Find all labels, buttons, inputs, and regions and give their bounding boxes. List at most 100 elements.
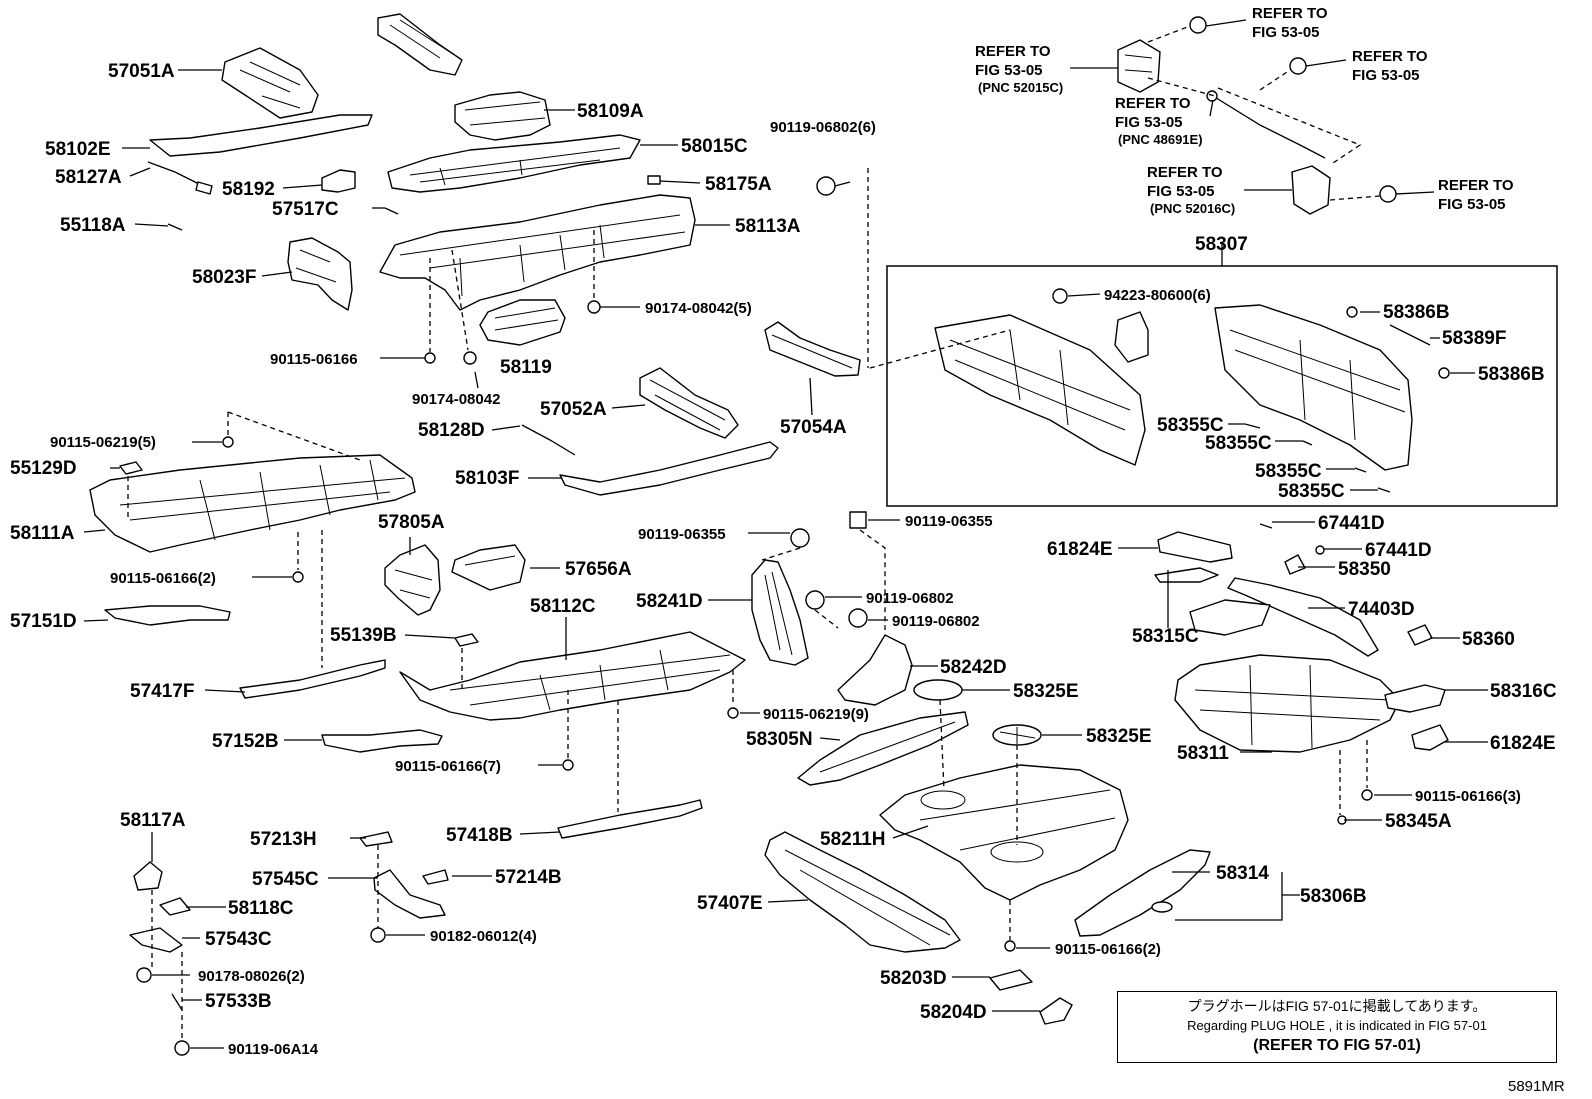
refer-label-3-line2[interactable]: FIG 53-05 bbox=[1352, 67, 1420, 84]
label-58355C-d[interactable]: 58355C bbox=[1278, 481, 1345, 502]
label-58113A[interactable]: 58113A bbox=[735, 216, 801, 237]
label-90119-06802-6[interactable]: 90119-06802(6) bbox=[770, 119, 876, 136]
label-90115-06166-2a[interactable]: 90115-06166(2) bbox=[110, 570, 216, 587]
label-57517C[interactable]: 57517C bbox=[272, 199, 339, 220]
label-58118C[interactable]: 58118C bbox=[228, 898, 294, 919]
label-58175A[interactable]: 58175A bbox=[705, 174, 772, 195]
refer-label-4-line1[interactable]: REFER TO bbox=[1115, 95, 1191, 112]
label-58192[interactable]: 58192 bbox=[222, 179, 275, 200]
refer-label-6-line1[interactable]: REFER TO bbox=[1438, 177, 1514, 194]
label-57407E[interactable]: 57407E bbox=[697, 893, 763, 914]
refer-label-2-line2[interactable]: FIG 53-05 bbox=[975, 62, 1043, 79]
label-90119-06802b[interactable]: 90119-06802 bbox=[892, 613, 980, 630]
refer-labels: REFER TO FIG 53-05 REFER TO FIG 53-05 (P… bbox=[975, 5, 1514, 216]
label-58355C-c[interactable]: 58355C bbox=[1255, 461, 1322, 482]
label-58345A[interactable]: 58345A bbox=[1385, 811, 1452, 832]
label-58325E-b[interactable]: 58325E bbox=[1086, 726, 1152, 747]
refer-label-3-line1[interactable]: REFER TO bbox=[1352, 48, 1428, 65]
label-57054A[interactable]: 57054A bbox=[780, 417, 847, 438]
label-90174-08042-5[interactable]: 90174-08042(5) bbox=[645, 300, 752, 317]
label-58314[interactable]: 58314 bbox=[1216, 863, 1269, 884]
refer-label-5-line1[interactable]: REFER TO bbox=[1147, 164, 1223, 181]
label-58315C[interactable]: 58315C bbox=[1132, 626, 1199, 647]
label-57543C[interactable]: 57543C bbox=[205, 929, 272, 950]
label-90174-08042[interactable]: 90174-08042 bbox=[412, 391, 500, 408]
label-58127A[interactable]: 58127A bbox=[55, 167, 122, 188]
label-58203D[interactable]: 58203D bbox=[880, 968, 947, 989]
label-58325E-a[interactable]: 58325E bbox=[1013, 681, 1079, 702]
label-57213H[interactable]: 57213H bbox=[250, 829, 317, 850]
label-74403D[interactable]: 74403D bbox=[1348, 599, 1415, 620]
label-58103F[interactable]: 58103F bbox=[455, 468, 519, 489]
label-57052A[interactable]: 57052A bbox=[540, 399, 607, 420]
label-58386B-b[interactable]: 58386B bbox=[1478, 364, 1545, 385]
label-58023F[interactable]: 58023F bbox=[192, 267, 256, 288]
label-58119[interactable]: 58119 bbox=[500, 357, 552, 378]
label-90115-06219-5[interactable]: 90115-06219(5) bbox=[50, 434, 156, 451]
label-57214B[interactable]: 57214B bbox=[495, 867, 562, 888]
refer-label-1-line1[interactable]: REFER TO bbox=[1252, 5, 1328, 22]
label-58350[interactable]: 58350 bbox=[1338, 559, 1391, 580]
label-90119-06802a[interactable]: 90119-06802 bbox=[866, 590, 954, 607]
label-57152B[interactable]: 57152B bbox=[212, 731, 279, 752]
label-94223-80600-6[interactable]: 94223-80600(6) bbox=[1104, 287, 1211, 304]
label-58117A[interactable]: 58117A bbox=[120, 810, 186, 831]
label-58306B[interactable]: 58306B bbox=[1300, 886, 1367, 907]
label-58241D[interactable]: 58241D bbox=[636, 591, 703, 612]
label-90115-06166-2b[interactable]: 90115-06166(2) bbox=[1055, 941, 1161, 958]
refer-label-2-line1[interactable]: REFER TO bbox=[975, 43, 1051, 60]
note-reference[interactable]: (REFER TO FIG 57-01) bbox=[1253, 1037, 1421, 1054]
label-58111A[interactable]: 58111A bbox=[10, 523, 75, 544]
leader-lines bbox=[83, 19, 1488, 1049]
label-57417F[interactable]: 57417F bbox=[130, 681, 194, 702]
label-57805A[interactable]: 57805A bbox=[378, 512, 445, 533]
label-58109A[interactable]: 58109A bbox=[577, 101, 644, 122]
label-57051A[interactable]: 57051A bbox=[108, 61, 175, 82]
refer-label-5-line2[interactable]: FIG 53-05 bbox=[1147, 183, 1215, 200]
label-58355C-a[interactable]: 58355C bbox=[1157, 415, 1224, 436]
label-58305N[interactable]: 58305N bbox=[746, 729, 813, 750]
label-58211H[interactable]: 58211H bbox=[820, 829, 886, 850]
label-58204D[interactable]: 58204D bbox=[920, 1002, 987, 1023]
label-67441D-a[interactable]: 67441D bbox=[1318, 513, 1385, 534]
label-90115-06166-7[interactable]: 90115-06166(7) bbox=[395, 758, 501, 775]
label-55139B[interactable]: 55139B bbox=[330, 625, 397, 646]
refer-label-4-line2[interactable]: FIG 53-05 bbox=[1115, 114, 1183, 131]
label-57533B[interactable]: 57533B bbox=[205, 991, 272, 1012]
label-58355C-b[interactable]: 58355C bbox=[1205, 433, 1272, 454]
label-90115-06166-3[interactable]: 90115-06166(3) bbox=[1415, 788, 1521, 805]
label-90119-06A14[interactable]: 90119-06A14 bbox=[228, 1041, 319, 1058]
label-55129D[interactable]: 55129D bbox=[10, 458, 77, 479]
label-58316C[interactable]: 58316C bbox=[1490, 681, 1557, 702]
label-57656A[interactable]: 57656A bbox=[565, 559, 632, 580]
label-57418B[interactable]: 57418B bbox=[446, 825, 513, 846]
refer-label-5-line3[interactable]: (PNC 52016C) bbox=[1150, 201, 1235, 216]
label-58360[interactable]: 58360 bbox=[1462, 629, 1515, 650]
refer-label-2-line3[interactable]: (PNC 52015C) bbox=[978, 80, 1063, 95]
label-58102E[interactable]: 58102E bbox=[45, 139, 111, 160]
label-61824E-a[interactable]: 61824E bbox=[1047, 539, 1113, 560]
refer-label-4-line3[interactable]: (PNC 48691E) bbox=[1118, 132, 1203, 147]
refer-label-1-line2[interactable]: FIG 53-05 bbox=[1252, 24, 1320, 41]
label-58389F[interactable]: 58389F bbox=[1442, 328, 1506, 349]
label-57151D[interactable]: 57151D bbox=[10, 611, 77, 632]
label-90115-06166[interactable]: 90115-06166 bbox=[270, 351, 358, 368]
label-90115-06219-9[interactable]: 90115-06219(9) bbox=[763, 706, 869, 723]
label-61824E-b[interactable]: 61824E bbox=[1490, 733, 1556, 754]
label-90119-06355a[interactable]: 90119-06355 bbox=[638, 526, 726, 543]
label-58112C[interactable]: 58112C bbox=[530, 596, 596, 617]
label-58311[interactable]: 58311 bbox=[1177, 743, 1229, 764]
label-55118A[interactable]: 55118A bbox=[60, 215, 126, 236]
label-57545C[interactable]: 57545C bbox=[252, 869, 319, 890]
label-90119-06355b[interactable]: 90119-06355 bbox=[905, 513, 993, 530]
label-58128D[interactable]: 58128D bbox=[418, 420, 485, 441]
label-90182-06012-4[interactable]: 90182-06012(4) bbox=[430, 928, 537, 945]
label-58242D[interactable]: 58242D bbox=[940, 657, 1007, 678]
label-58015C[interactable]: 58015C bbox=[681, 136, 748, 157]
refer-label-6-line2[interactable]: FIG 53-05 bbox=[1438, 196, 1506, 213]
label-58386B-a[interactable]: 58386B bbox=[1383, 302, 1450, 323]
label-90178-08026-2[interactable]: 90178-08026(2) bbox=[198, 968, 305, 985]
label-67441D-b[interactable]: 67441D bbox=[1365, 540, 1432, 561]
label-58307[interactable]: 58307 bbox=[1195, 234, 1248, 255]
